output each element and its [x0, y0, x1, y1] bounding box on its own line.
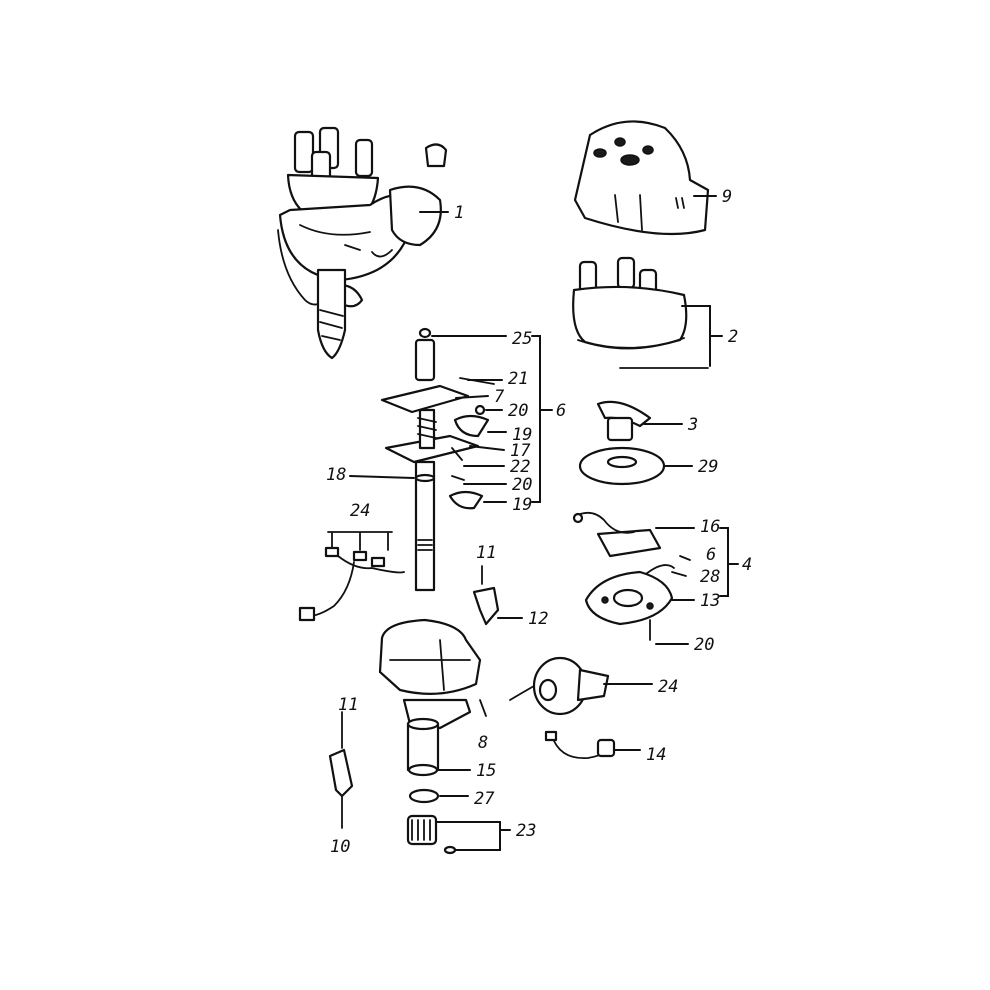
callout-27: 27	[474, 789, 495, 809]
part-8-pin	[479, 699, 487, 717]
part-16-contact-points	[572, 511, 662, 558]
callout-20c: 20	[694, 635, 714, 655]
part-3-rotor	[596, 400, 652, 442]
callout-24b: 24	[658, 677, 678, 697]
part-14-lead-wire	[544, 730, 616, 759]
callout-19a: 19	[512, 425, 532, 445]
callout-29: 29	[698, 457, 718, 477]
callout-12: 12	[528, 609, 548, 629]
part-15-washer	[407, 763, 439, 777]
callout-4: 4	[742, 555, 752, 575]
part-23-drive-gear	[406, 814, 457, 855]
callout-8: 8	[478, 733, 488, 753]
callout-9: 9	[722, 187, 732, 207]
callout-18: 18	[326, 465, 346, 485]
callout-23: 23	[516, 821, 536, 841]
callout-2: 2	[728, 327, 738, 347]
part-24-vacuum-advance	[509, 656, 610, 716]
callout-21: 21	[508, 369, 528, 389]
callout-28: 28	[700, 567, 720, 587]
callout-15: 15	[476, 761, 496, 781]
callout-11b: 11	[338, 695, 358, 715]
leader-7	[455, 395, 489, 399]
leader-18	[349, 475, 415, 479]
callout-25: 25	[512, 329, 532, 349]
callout-3: 3	[687, 415, 698, 435]
callout-6b: 6	[706, 545, 716, 565]
part-9-distributor-cap-cover	[573, 120, 710, 236]
callout-16: 16	[700, 517, 720, 537]
part-2-distributor-cap	[572, 256, 709, 369]
callout-6-group: 6	[556, 401, 566, 421]
bracket-6	[531, 335, 553, 503]
callout-19b: 19	[512, 495, 532, 515]
part-6-governor-shaft-assembly	[380, 327, 495, 592]
callout-14: 14	[646, 745, 666, 765]
part-1-distributor-assembly	[277, 126, 448, 360]
callout-10: 10	[330, 837, 350, 857]
part-29-dust-shield	[578, 446, 666, 486]
part-28-washer	[671, 571, 687, 577]
callout-13: 13	[700, 591, 720, 611]
part-6-screw	[679, 555, 691, 561]
callout-11a: 11	[476, 543, 496, 563]
part-13-breaker-plate	[584, 564, 675, 626]
part-27-thrust-washer	[408, 788, 440, 804]
leader-17	[469, 445, 505, 451]
callout-17: 17	[510, 441, 531, 461]
callout-22: 22	[510, 457, 530, 477]
part-12-clamp	[472, 565, 500, 626]
leader-2	[681, 305, 723, 367]
callout-1: 1	[454, 203, 464, 223]
callout-24a: 24	[350, 501, 370, 521]
leader-23	[435, 821, 511, 851]
part-24-wiring-harness	[298, 531, 405, 622]
callout-20b: 20	[512, 475, 532, 495]
part-10-clamp-bolt	[328, 711, 354, 829]
part-housing	[378, 618, 482, 772]
bracket-4	[719, 527, 739, 597]
callout-20a: 20	[508, 401, 528, 421]
callout-7: 7	[494, 387, 505, 407]
